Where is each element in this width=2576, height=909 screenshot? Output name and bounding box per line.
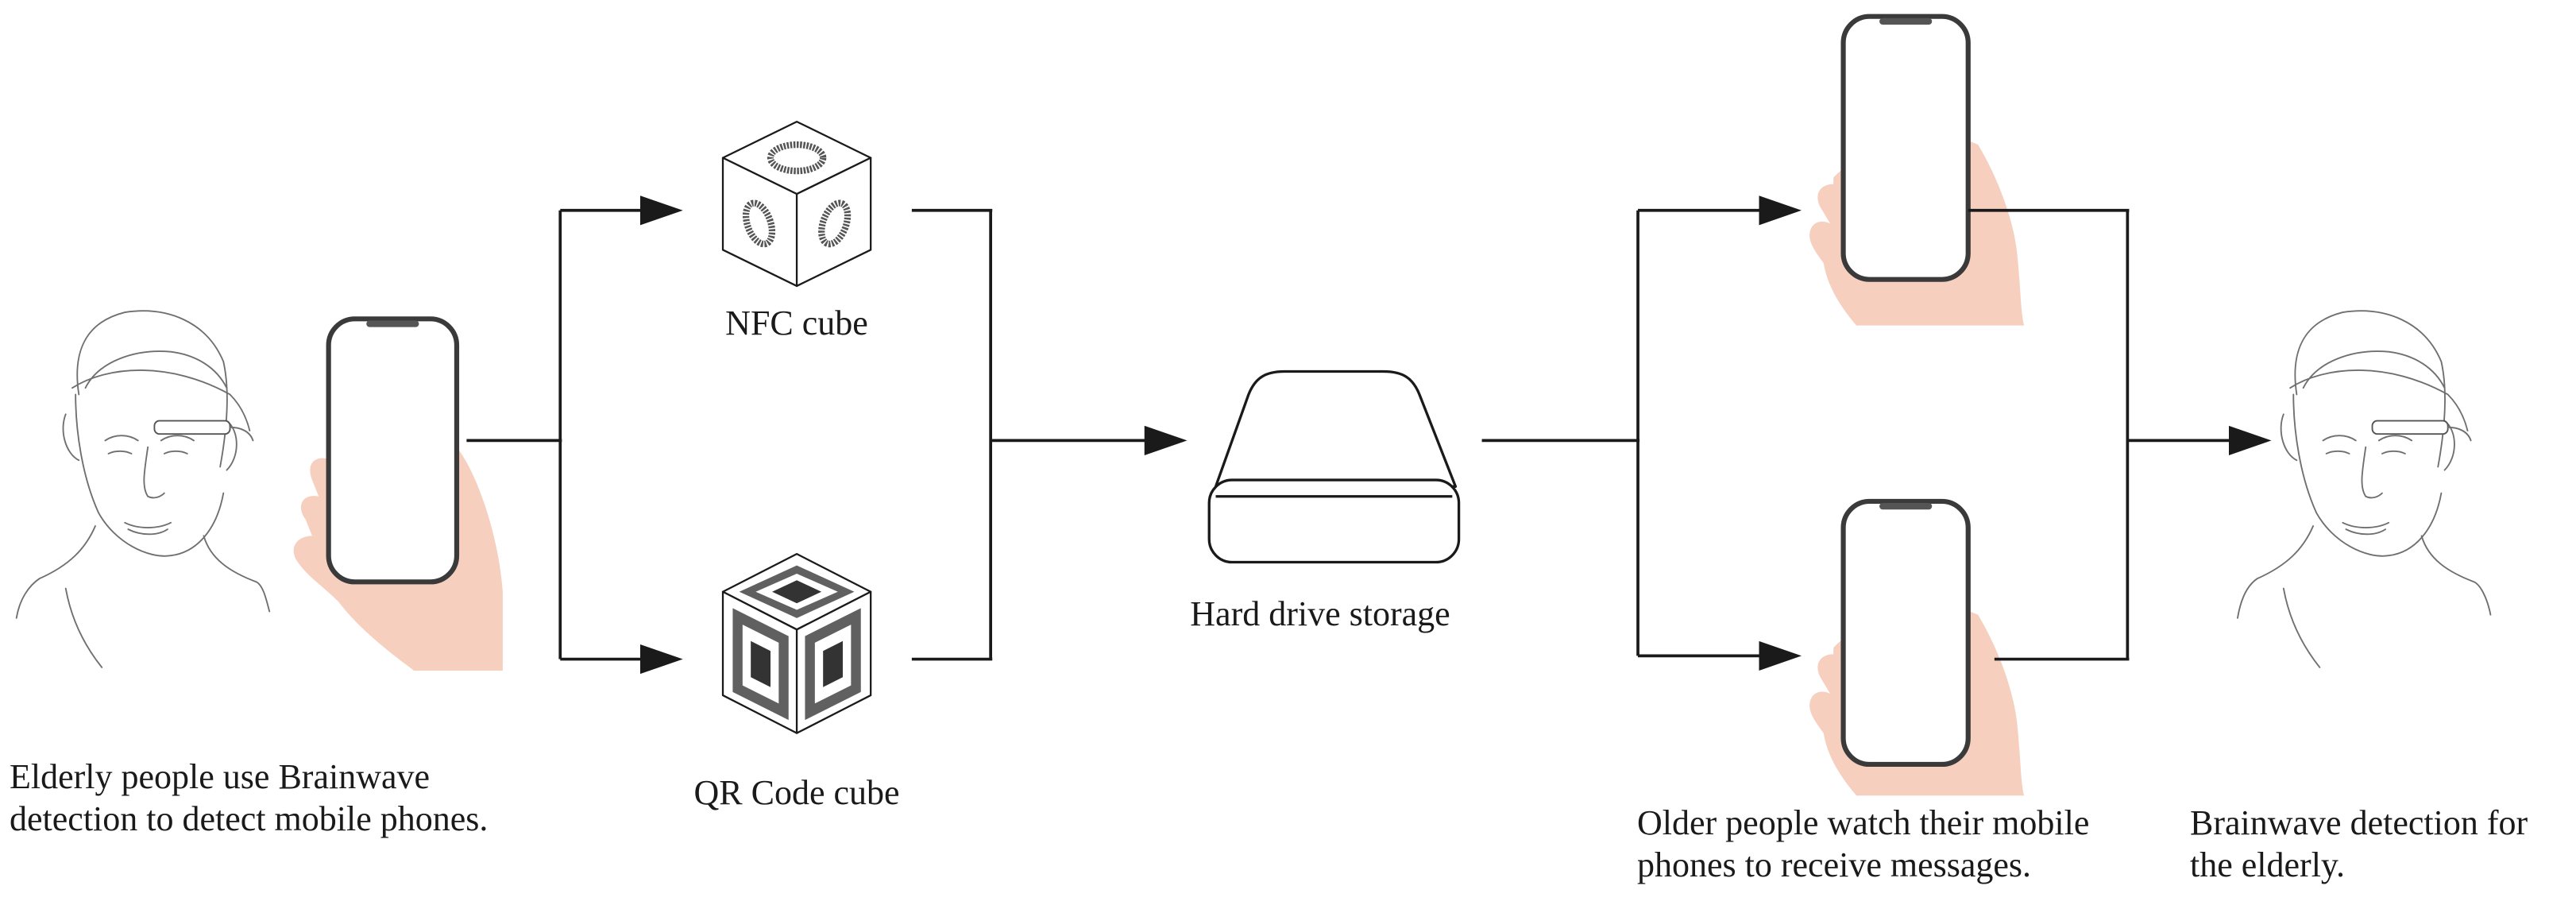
connectors [466, 195, 2272, 675]
older-watch-caption: Older people watch their mobile phones t… [1637, 803, 2089, 887]
elderly-use-caption-line2: detection to detect mobile phones. [10, 799, 489, 838]
older-watch-caption-line2: phones to receive messages. [1637, 845, 2032, 884]
elderly-face-headset-icon [2237, 310, 2492, 668]
qr-code-cube-icon [721, 553, 872, 734]
elderly-use-caption: Elderly people use Brainwave detection t… [10, 756, 488, 841]
hand-holding-phone-icon [1809, 14, 2025, 326]
nfc-cube-label-text: NFC cube [725, 304, 868, 342]
hand-holding-phone-icon [293, 316, 503, 671]
qr-cube-label: QR Code cube [645, 772, 948, 814]
nfc-cube-label: NFC cube [685, 303, 909, 345]
qr-cube-label-text: QR Code cube [693, 773, 900, 812]
hard-drive-label-text: Hard drive storage [1190, 594, 1450, 633]
brainwave-elderly-caption-line2: the elderly. [2190, 845, 2346, 884]
hard-drive-label: Hard drive storage [1153, 594, 1487, 636]
elderly-face-headset-icon [15, 310, 271, 668]
brainwave-elderly-caption: Brainwave detection for the elderly. [2190, 803, 2528, 887]
older-watch-caption-line1: Older people watch their mobile [1637, 803, 2090, 842]
elderly-use-caption-line1: Elderly people use Brainwave [10, 757, 431, 796]
nfc-cube-icon [721, 120, 872, 288]
hand-holding-phone-icon [1809, 498, 2025, 796]
hard-drive-icon [1207, 369, 1461, 564]
brainwave-elderly-caption-line1: Brainwave detection for [2190, 803, 2528, 842]
